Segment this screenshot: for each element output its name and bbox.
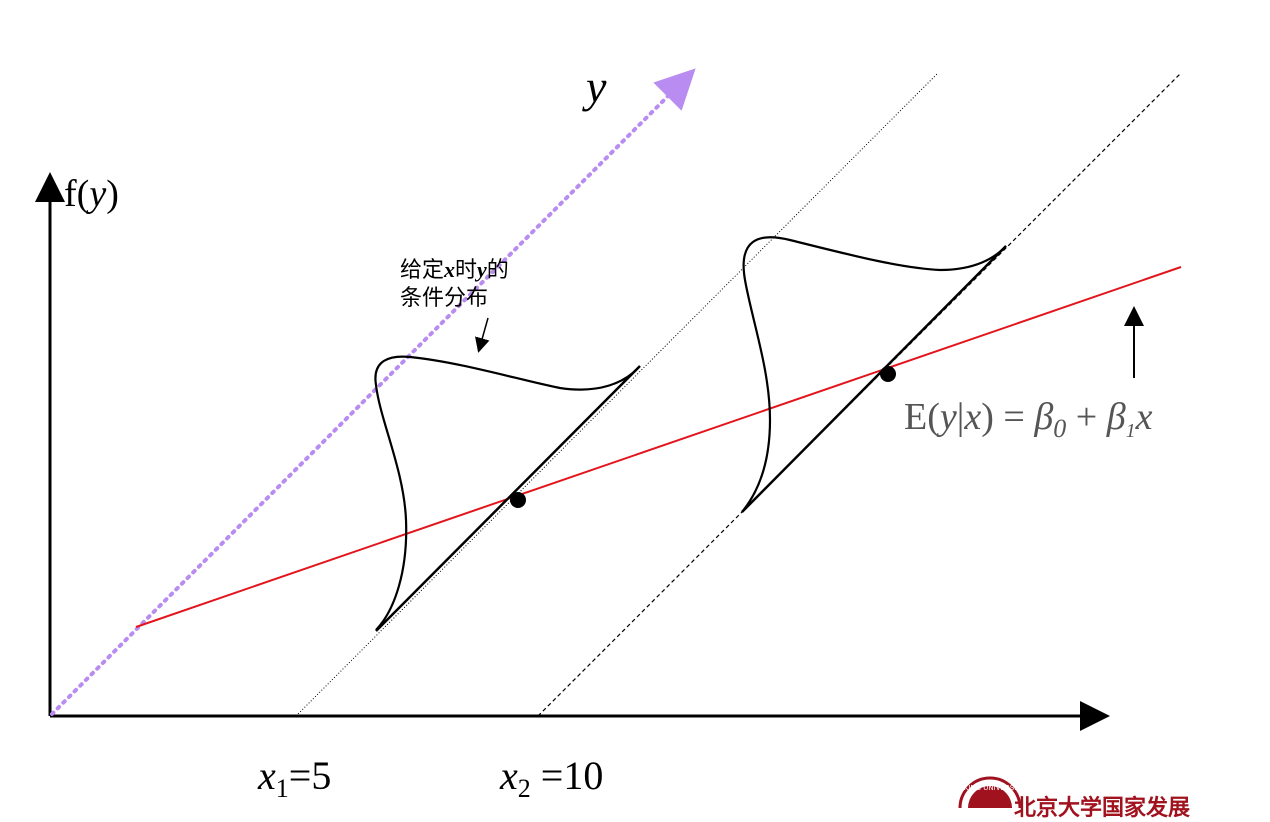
annotation-line-1: 给定x时y的	[400, 257, 509, 283]
y-axis-label: y	[586, 61, 607, 112]
mean-point-x1	[510, 492, 526, 508]
y-depth-axis	[50, 68, 696, 716]
regression-line	[135, 266, 1182, 628]
density-baseline-x1	[375, 365, 641, 632]
x2-label: x2 =10	[500, 753, 604, 803]
svg-text:PEKING UNIVERSITY: PEKING UNIVERSITY	[955, 784, 1025, 792]
x1-label: x1=5	[258, 753, 332, 803]
x1-guide-line	[295, 73, 938, 717]
density-baseline-x2	[741, 245, 1007, 513]
university-logo-text: 北京大学国家发展	[1014, 796, 1191, 821]
fy-label: f(y)	[64, 172, 119, 216]
density-curve-x2	[741, 236, 1007, 513]
annotation-line-2: 条件分布	[400, 286, 489, 311]
fy-prefix: f(	[64, 173, 90, 215]
annotation-arrow	[475, 317, 490, 353]
x2-guide-line	[537, 73, 1181, 717]
conditional-distribution-annotation: 给定x时y的 条件分布	[400, 256, 509, 313]
fy-suffix: )	[106, 173, 119, 215]
regression-equation-label: E(y|x) = β0 + β1x	[904, 396, 1153, 443]
density-curve-x1	[374, 355, 639, 631]
mean-point-x2	[880, 366, 896, 382]
fy-var: y	[89, 173, 107, 215]
university-logo-seal: PEKING UNIVERSITY	[955, 776, 1026, 808]
